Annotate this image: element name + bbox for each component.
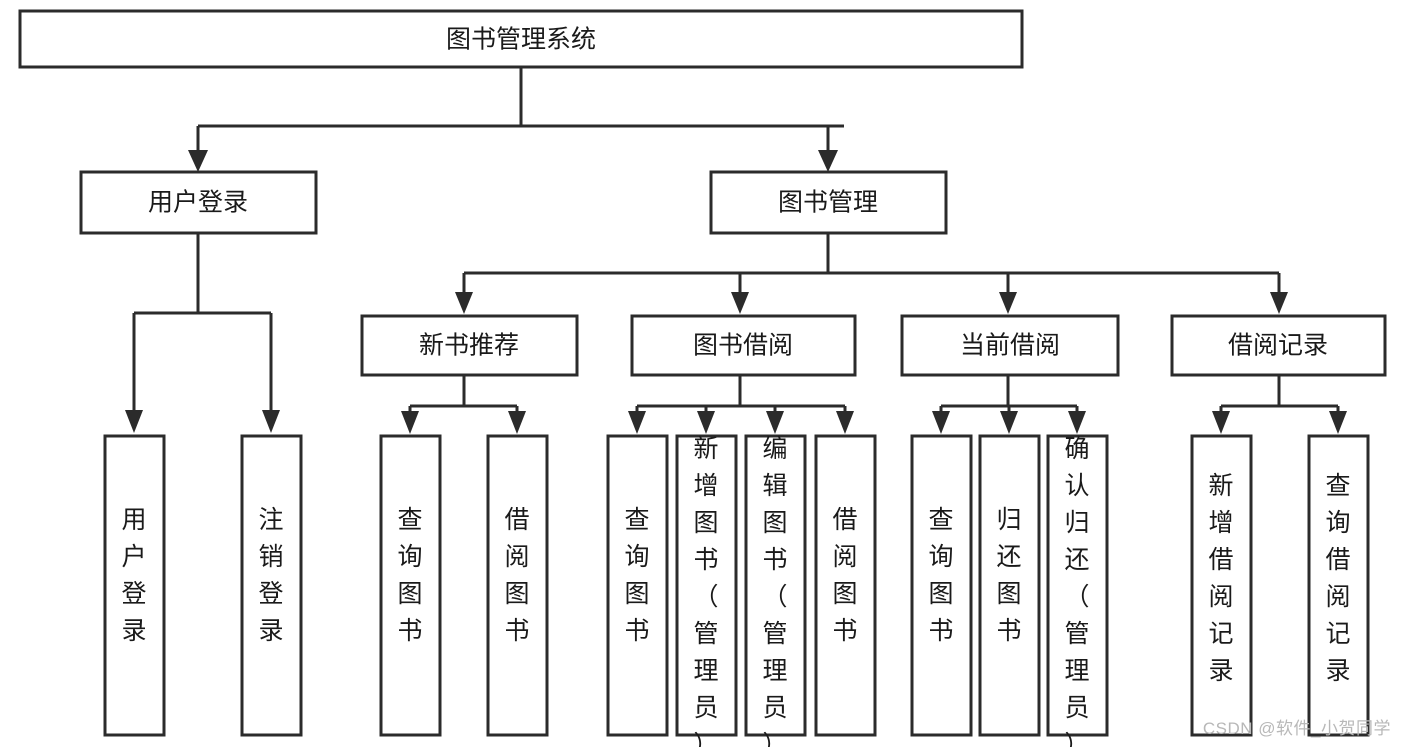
arrow-leaf-query-book-3 [932,411,950,434]
arrow-leaf-return-book [1000,411,1018,434]
leaf-query-book-3[interactable]: 查询图书 [910,434,973,737]
current-borrow-label: 当前借阅 [960,332,1060,360]
leaf-add-record[interactable]: 新增借阅记录 [1190,434,1253,737]
leaf-add-book[interactable]: 新增图书（管理员） [675,434,738,747]
leaf-query-book-1[interactable]: 查询图书 [379,434,442,737]
node-borrow-record[interactable]: 借阅记录 [1170,314,1387,377]
leaf-confirm-return-box[interactable] [1046,434,1109,737]
arrow-leaf-logout-login [262,410,280,433]
borrow-record-box[interactable] [1170,314,1387,377]
connector-layer [125,67,1347,434]
leaf-query-book-2-label: 查询图书 [624,506,649,645]
leaf-borrow-book-1-label: 借阅图书 [504,506,529,645]
arrow-to-new-book-recommend [455,292,473,314]
leaf-edit-book[interactable]: 编辑图书（管理员） [744,434,807,747]
arrow-leaf-add-record [1212,411,1230,434]
arrow-leaf-query-record [1329,411,1347,434]
arrow-leaf-query-book-1 [401,411,419,434]
arrow-to-book-borrow [731,292,749,314]
node-root[interactable]: 图书管理系统 [18,9,1024,69]
node-book-borrow[interactable]: 图书借阅 [630,314,857,377]
book-borrow-label: 图书借阅 [693,332,793,360]
leaf-query-book-2[interactable]: 查询图书 [606,434,669,737]
leaf-logout-login-box[interactable] [240,434,303,737]
leaf-confirm-return[interactable]: 确认归还（管理员） [1046,434,1109,747]
book-manage-label: 图书管理 [778,189,878,217]
leaf-query-book-1-box[interactable] [379,434,442,737]
root-label: 图书管理系统 [446,26,596,54]
leaf-query-record-box[interactable] [1307,434,1370,737]
leaf-query-book-3-label: 查询图书 [928,506,953,645]
arrow-leaf-query-book-2 [628,411,646,434]
root-box[interactable] [18,9,1024,69]
leaf-add-record-box[interactable] [1190,434,1253,737]
user-login-label: 用户登录 [148,189,248,217]
leaf-return-book-box[interactable] [978,434,1041,737]
borrow-record-label: 借阅记录 [1228,332,1328,360]
leaf-add-record-label: 新增借阅记录 [1208,472,1233,685]
leaf-query-record[interactable]: 查询借阅记录 [1307,434,1370,737]
arrow-leaf-add-book [697,411,715,434]
new-book-recommend-box[interactable] [360,314,579,377]
arrow-leaf-edit-book [766,411,784,434]
leaf-add-book-box[interactable] [675,434,738,737]
arrow-leaf-borrow-book-2 [836,411,854,434]
leaf-return-book[interactable]: 归还图书 [978,434,1041,737]
arrow-leaf-user-login [125,410,143,433]
leaf-borrow-book-2-box[interactable] [814,434,877,737]
leaf-logout-login[interactable]: 注销登录 [240,434,303,737]
leaf-query-book-1-label: 查询图书 [397,506,422,645]
leaf-query-book-3-box[interactable] [910,434,973,737]
leaf-user-login[interactable]: 用户登录 [103,434,166,737]
leaf-user-login-box[interactable] [103,434,166,737]
book-borrow-box[interactable] [630,314,857,377]
arrow-to-user-login [188,150,208,172]
leaf-edit-book-box[interactable] [744,434,807,737]
leaf-borrow-book-2[interactable]: 借阅图书 [814,434,877,737]
new-book-recommend-label: 新书推荐 [419,332,519,360]
arrow-to-book-manage [818,150,838,172]
leaf-logout-login-label: 注销登录 [258,506,283,645]
leaf-query-record-label: 查询借阅记录 [1325,472,1350,685]
leaf-borrow-book-2-label: 借阅图书 [832,506,857,645]
leaf-add-book-label: 新增图书（管理员） [693,435,718,747]
leaf-query-book-2-box[interactable] [606,434,669,737]
book-manage-box[interactable] [709,170,948,235]
leaf-user-login-label: 用户登录 [121,506,146,645]
leaf-edit-book-label: 编辑图书（管理员） [762,435,787,747]
arrow-to-borrow-record [1270,292,1288,314]
leaf-borrow-book-1-box[interactable] [486,434,549,737]
user-login-box[interactable] [79,170,318,235]
current-borrow-box[interactable] [900,314,1120,377]
arrow-to-current-borrow [999,292,1017,314]
leaf-confirm-return-label: 确认归还（管理员） [1064,435,1089,747]
node-book-manage[interactable]: 图书管理 [709,170,948,235]
node-user-login[interactable]: 用户登录 [79,170,318,235]
node-new-book-recommend[interactable]: 新书推荐 [360,314,579,377]
arrow-leaf-borrow-book-1 [508,411,526,434]
leaf-return-book-label: 归还图书 [996,506,1021,645]
arrow-leaf-confirm-return [1068,411,1086,434]
leaf-borrow-book-1[interactable]: 借阅图书 [486,434,549,737]
node-current-borrow[interactable]: 当前借阅 [900,314,1120,377]
